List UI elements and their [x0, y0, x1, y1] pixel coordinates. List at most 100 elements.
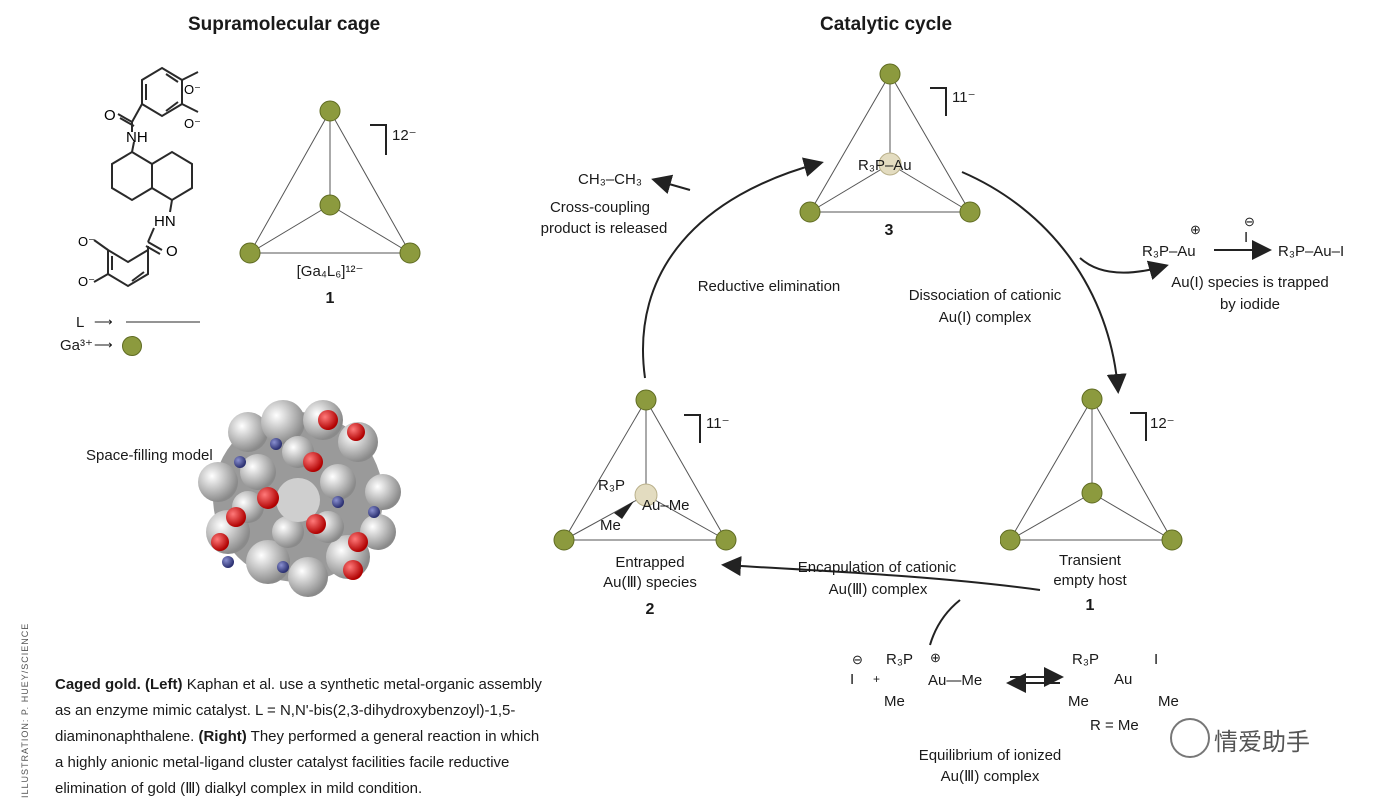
caption-line3-rest: They performed a general reaction in whi…: [250, 728, 540, 745]
ligand-o-minus-top2: O⁻: [184, 116, 200, 131]
legend-metal-ball: [122, 336, 142, 356]
eq-line1: Equilibrium of ionized: [918, 747, 1062, 764]
eq-right-r3p: R₃P: [1072, 651, 1099, 668]
caption-line4: a highly anionic metal-ligand cluster ca…: [55, 754, 510, 771]
illustration-credit: ILLUSTRATION: P. HUEY/SCIENCE: [20, 622, 30, 798]
trap-line2: by iodide: [1219, 296, 1281, 313]
cage-1-diagram: [239, 100, 421, 264]
ligand-structure: O⁻ O⁻ O NH HN O O⁻ O⁻: [78, 66, 200, 323]
step-reductive-elimination: Reductive elimination: [697, 278, 841, 295]
species2-r3p: R₃P: [598, 477, 625, 494]
eq-au-me: Au—Me: [928, 672, 983, 689]
ligand-nh: NH: [126, 129, 148, 146]
species2-label-line2: Au(Ⅲ) species: [603, 574, 697, 591]
species3-vertex-left: [799, 201, 821, 223]
caption-line2: as an enzyme mimic catalyst. L = N,N'-bi…: [55, 702, 516, 719]
species-1-diagram: [1000, 388, 1183, 551]
species3-number: 3: [884, 222, 894, 239]
eq-iodide: I: [850, 671, 855, 688]
species2-charge: 11⁻: [706, 415, 730, 432]
trap-plus-charge: ⊕: [1190, 222, 1201, 237]
trap-product: R₃P–Au–I: [1278, 243, 1345, 260]
species1-number: 1: [1085, 597, 1095, 614]
cage1-vertex-center: [319, 194, 341, 216]
right-heading: Catalytic cycle: [820, 14, 953, 35]
caption-line1: Kaphan et al. use a synthetic metal-orga…: [186, 676, 542, 693]
species1-vertex-center: [1081, 482, 1103, 504]
cage1-charge: 12⁻: [392, 127, 417, 144]
cage1-vertex-left: [239, 242, 261, 264]
legend-ligand-label: L: [76, 314, 85, 331]
eq-right-me1: Me: [1068, 693, 1089, 710]
species1-vertex-top: [1081, 388, 1103, 410]
trap-reactant: R₃P–Au: [1142, 243, 1196, 260]
eq-cation-charge: ⊕: [930, 650, 941, 665]
space-filling-label: Space-filling model: [86, 447, 213, 464]
species-2-diagram: [553, 389, 737, 551]
ligand-o-minus-bottom: O⁻: [78, 234, 95, 249]
species3-inner-label: R₃P–Au: [858, 157, 912, 174]
eq-r3p: R₃P: [886, 651, 913, 668]
species-3-diagram: [799, 63, 981, 223]
eq-minus-charge: ⊖: [852, 652, 863, 667]
eq-right-au: Au: [1114, 671, 1133, 688]
caption-bold: Caged gold.: [55, 676, 141, 693]
caption-line5: elimination of gold (Ⅲ) dialkyl complex …: [55, 780, 423, 797]
legend-metal-arrow-icon: ⟶: [94, 337, 113, 352]
ligand-o-bottom: O: [166, 243, 178, 260]
species2-number: 2: [645, 601, 655, 618]
species1-vertex-left: [1000, 529, 1021, 551]
species3-charge: 11⁻: [952, 89, 976, 106]
species2-me: Me: [600, 517, 621, 534]
species3-au-center: [878, 152, 902, 176]
space-filling-model: [198, 400, 401, 597]
species1-vertex-right: [1161, 529, 1183, 551]
caption-left-tag: (Left): [145, 676, 183, 693]
eq-me: Me: [884, 693, 905, 710]
cage1-number: 1: [325, 290, 335, 307]
caption-line3-start: diaminonaphthalene.: [55, 728, 195, 745]
eq-plus: +: [873, 672, 881, 686]
species1-charge: 12⁻: [1150, 415, 1175, 432]
cage1-formula: [Ga₄L₆]¹²⁻: [296, 263, 364, 280]
species1-label-line2: empty host: [1053, 572, 1127, 589]
species3-vertex-right: [959, 201, 981, 223]
figure-caption: Caged gold. (Left) Kaphan et al. use a s…: [55, 672, 595, 802]
left-heading: Supramolecular cage: [188, 14, 381, 35]
caption-right-tag: (Right): [198, 728, 247, 745]
species3-vertex-top: [879, 63, 901, 85]
eq-line2: Au(Ⅲ) complex: [940, 768, 1040, 785]
species2-vertex-right: [715, 529, 737, 551]
species2-au-me: Au–Me: [642, 497, 690, 514]
eq-right-me2: Me: [1158, 693, 1179, 710]
species2-vertex-left: [553, 529, 575, 551]
step-encapsulation-line2: Au(Ⅲ) complex: [828, 581, 928, 598]
eq-right-i: I: [1154, 651, 1159, 668]
step-dissociation-line2: Au(I) complex: [938, 309, 1032, 326]
species1-label-line1: Transient: [1059, 552, 1121, 569]
ligand-o-top: O: [104, 107, 116, 124]
trap-iodide: I: [1244, 229, 1249, 246]
cage1-vertex-right: [399, 242, 421, 264]
species2-wedge-bond: [614, 501, 634, 519]
step-encapsulation-line1: Encapulation of cationic: [797, 559, 957, 576]
product-formula: CH₃–CH₃: [578, 171, 642, 188]
eq-r-note: R = Me: [1090, 717, 1139, 734]
species2-vertex-top: [635, 389, 657, 411]
product-line1: Cross-coupling: [549, 199, 651, 216]
ligand-o-minus-bottom2: O⁻: [78, 274, 95, 289]
species2-label-line1: Entrapped: [615, 554, 685, 571]
legend-ligand-arrow-icon: ⟶: [94, 314, 113, 329]
watermark-text: 情爱助手: [1214, 729, 1310, 756]
step-dissociation-line1: Dissociation of cationic: [908, 287, 1062, 304]
trap-line1: Au(I) species is trapped: [1171, 274, 1329, 291]
wechat-icon: [1170, 718, 1210, 758]
trap-minus-charge: ⊖: [1244, 214, 1255, 229]
legend-metal-label: Ga³⁺: [60, 337, 93, 354]
ligand-o-minus-top: O⁻: [184, 82, 200, 97]
product-line2: product is released: [540, 220, 668, 237]
species2-au-center: [634, 483, 658, 507]
cage1-vertex-top: [319, 100, 341, 122]
ligand-hn: HN: [154, 213, 176, 230]
